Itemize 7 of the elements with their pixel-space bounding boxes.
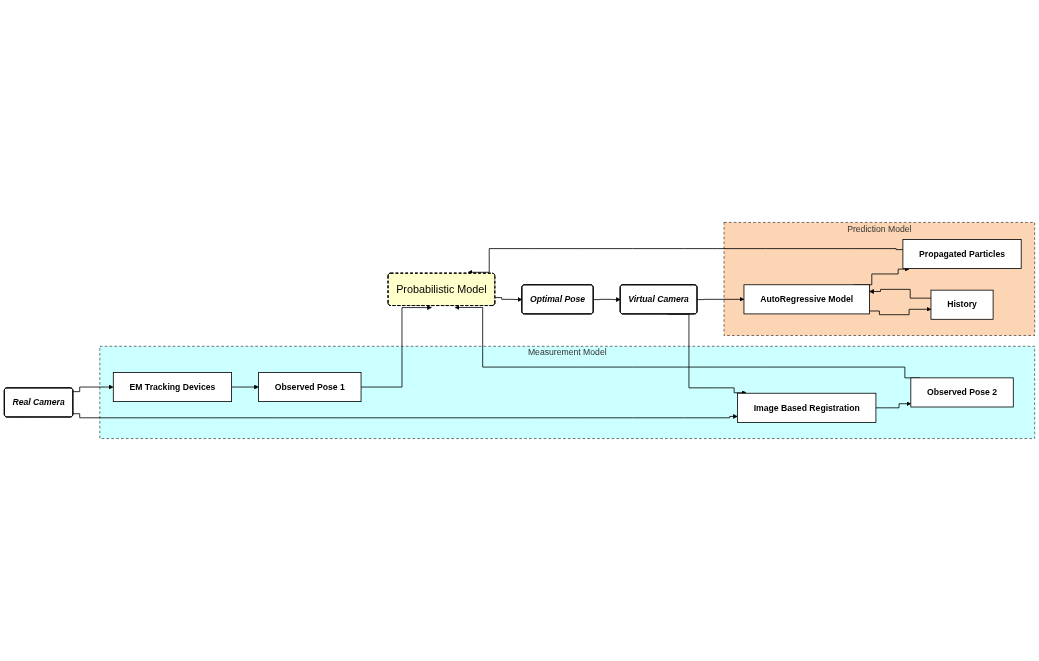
node-box: Observed Pose 1: [258, 372, 362, 402]
node-box: AutoRegressive Model: [743, 284, 870, 315]
node-box: Image Based Registration: [737, 392, 877, 423]
node-box: EM Tracking Devices: [112, 372, 232, 402]
node-box: Observed Pose 2: [910, 377, 1014, 408]
node-box: History: [930, 289, 994, 320]
node-box: Propagated Particles: [902, 239, 1022, 269]
